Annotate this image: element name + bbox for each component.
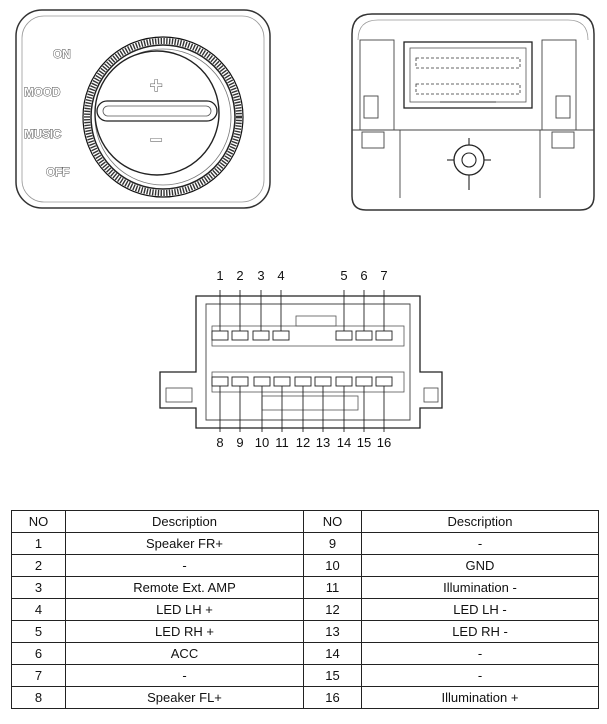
pin-label: 10 <box>255 435 269 450</box>
pin-description-cell: Illumination - <box>361 576 599 599</box>
pin-slot <box>231 330 249 341</box>
pin-no-cell: 13 <box>303 620 362 643</box>
pin-no-cell: 2 <box>11 554 66 577</box>
minus-icon: – <box>150 126 162 151</box>
pin-description-cell: Speaker FL+ <box>65 686 304 709</box>
knob-knurled-ring <box>84 38 242 196</box>
pin-slot <box>314 376 332 387</box>
header-no-right: NO <box>303 510 362 533</box>
pin-label: 5 <box>340 268 347 283</box>
pin-label: 16 <box>377 435 391 450</box>
pin-no-cell: 8 <box>11 686 66 709</box>
pin-description-cell: LED LH - <box>361 598 599 621</box>
pin-label: 1 <box>216 268 223 283</box>
pin-description-cell: Remote Ext. AMP <box>65 576 304 599</box>
pin-slot <box>211 376 229 387</box>
pin-no-cell: 11 <box>303 576 362 599</box>
pin-label: 6 <box>360 268 367 283</box>
pin-no-cell: 16 <box>303 686 362 709</box>
knob-center-bar <box>96 100 218 122</box>
pin-no-cell: 15 <box>303 664 362 687</box>
rear-connector <box>403 41 533 109</box>
pin-slot <box>211 330 229 341</box>
pin-no-cell: 9 <box>303 532 362 555</box>
pin-label: 13 <box>316 435 330 450</box>
pin-no-cell: 1 <box>11 532 66 555</box>
pin-description-cell: Speaker FR+ <box>65 532 304 555</box>
pin-slot <box>375 376 393 387</box>
pin-description-cell: - <box>361 642 599 665</box>
pin-no-cell: 14 <box>303 642 362 665</box>
pin-no-cell: 6 <box>11 642 66 665</box>
pin-slot <box>253 376 271 387</box>
pin-description-cell: - <box>65 554 304 577</box>
pin-no-cell: 10 <box>303 554 362 577</box>
pin-description-cell: - <box>65 664 304 687</box>
plus-icon: + <box>150 73 163 98</box>
switch-front-view: + – ON MOOD MUSIC OFF <box>15 9 595 450</box>
pin-label: 14 <box>337 435 351 450</box>
pin-slot <box>375 330 393 341</box>
pin-no-cell: 7 <box>11 664 66 687</box>
table-header-row: NO Description NO Description <box>11 510 599 533</box>
mode-label-mood: MOOD <box>24 85 61 99</box>
pin-slot <box>355 376 373 387</box>
pin-slot <box>272 330 290 341</box>
pin-no-cell: 5 <box>11 620 66 643</box>
pin-description-cell: LED RH - <box>361 620 599 643</box>
pin-description-cell: ACC <box>65 642 304 665</box>
pin-label: 2 <box>236 268 243 283</box>
pin-label: 11 <box>275 435 289 450</box>
pin-slot <box>252 330 270 341</box>
pin-slot <box>335 330 353 341</box>
pin-label: 3 <box>257 268 264 283</box>
pin-slot <box>273 376 291 387</box>
header-description-left: Description <box>65 510 304 533</box>
pin-description-cell: GND <box>361 554 599 577</box>
pin-description-cell: LED LH + <box>65 598 304 621</box>
pin-no-cell: 12 <box>303 598 362 621</box>
pin-description-cell: LED RH + <box>65 620 304 643</box>
pin-no-cell: 3 <box>11 576 66 599</box>
pin-label: 4 <box>277 268 284 283</box>
pin-label: 9 <box>236 435 243 450</box>
table-row: 7-15- <box>11 664 599 687</box>
pin-slot <box>231 376 249 387</box>
mode-label-on: ON <box>53 47 70 61</box>
pin-slot <box>294 376 312 387</box>
header-description-right: Description <box>361 510 599 533</box>
pin-label: 8 <box>216 435 223 450</box>
pin-description-cell: - <box>361 664 599 687</box>
pin-description-cell: Illumination + <box>361 686 599 709</box>
switch-rear-view <box>351 13 595 211</box>
mode-label-off: OFF <box>46 165 69 179</box>
header-no-left: NO <box>11 510 66 533</box>
pin-label: 15 <box>357 435 371 450</box>
mode-label-music: MUSIC <box>24 127 62 141</box>
pin-slot <box>335 376 353 387</box>
pin-no-cell: 4 <box>11 598 66 621</box>
pin-label: 12 <box>296 435 310 450</box>
pin-description-cell: - <box>361 532 599 555</box>
pin-label: 7 <box>380 268 387 283</box>
pin-slot <box>355 330 373 341</box>
